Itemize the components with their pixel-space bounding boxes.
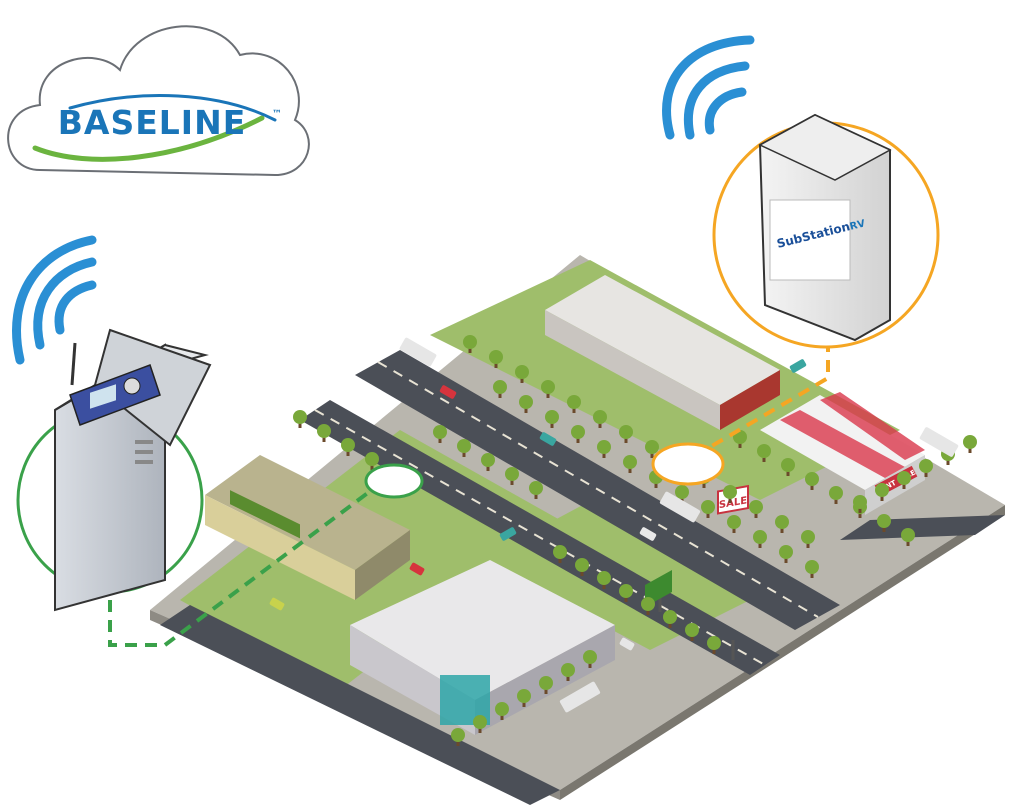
building-warehouse-top (545, 275, 780, 430)
tree-crown (481, 453, 495, 467)
tree-crown (753, 530, 767, 544)
tree-crown (781, 458, 795, 472)
substation-zone-marker (651, 442, 725, 486)
controller-cabinet-icon (16, 328, 212, 612)
building-garden-center (205, 455, 410, 600)
tree-crown (619, 584, 633, 598)
tree-crown (517, 689, 531, 703)
wifi-signal-icon (662, 35, 755, 140)
wifi-signal-icon (12, 235, 97, 365)
tree-crown (701, 500, 715, 514)
tree-crown (463, 335, 477, 349)
substation-label-suffix: RV (849, 218, 867, 232)
tree-crown (663, 610, 677, 624)
tree-crown (571, 425, 585, 439)
tree-crown (457, 439, 471, 453)
tree-crown (853, 495, 867, 509)
tree-crown (553, 545, 567, 559)
cloud-icon (7, 25, 310, 177)
tree-crown (515, 365, 529, 379)
tree-crown (365, 452, 379, 466)
tree-crown (723, 485, 737, 499)
controller-connection-line (108, 478, 387, 647)
tree-crown (805, 472, 819, 486)
tree-crown (489, 350, 503, 364)
tree-crown (545, 410, 559, 424)
tree-crown (451, 728, 465, 742)
sale-billboard: SALE (717, 484, 749, 660)
tree-crown (541, 380, 555, 394)
tree-crown (675, 485, 689, 499)
tree-crown (707, 636, 721, 650)
sale-sign: SALE (719, 495, 747, 511)
tree-crown (829, 486, 843, 500)
tree-crown (779, 545, 793, 559)
tree-crown (567, 395, 581, 409)
tree-crown (473, 715, 487, 729)
tree-crown (963, 435, 977, 449)
tree-crown (749, 500, 763, 514)
tree-crown (561, 663, 575, 677)
controller-zone-marker (364, 463, 424, 499)
tree-group (293, 335, 977, 746)
tree-crown (619, 425, 633, 439)
tree-crown (875, 483, 889, 497)
tree-crown (775, 515, 789, 529)
tree-crown (757, 444, 771, 458)
baseline-logo: BASELINE (58, 103, 246, 142)
tree-crown (685, 623, 699, 637)
tree-crown (727, 515, 741, 529)
tree-crown (493, 380, 507, 394)
tree-crown (583, 650, 597, 664)
tree-crown (539, 676, 553, 690)
tree-crown (805, 560, 819, 574)
tree-crown (901, 528, 915, 542)
tree-crown (641, 597, 655, 611)
tree-crown (495, 702, 509, 716)
tree-crown (919, 459, 933, 473)
tree-crown (801, 530, 815, 544)
tree-crown (575, 558, 589, 572)
tree-crown (593, 410, 607, 424)
building-tent: TENT SALE (760, 392, 925, 515)
tree-crown (519, 395, 533, 409)
substation-box-icon (712, 113, 940, 349)
green-billboard (645, 570, 672, 612)
tree-crown (433, 425, 447, 439)
tree-crown (645, 440, 659, 454)
tree-crown (597, 440, 611, 454)
tree-crown (597, 571, 611, 585)
tree-crown (505, 467, 519, 481)
tree-crown (897, 471, 911, 485)
tree-crown (341, 438, 355, 452)
logo-trademark: ™ (272, 109, 282, 120)
tree-crown (317, 424, 331, 438)
vehicles (269, 337, 959, 713)
tree-crown (877, 514, 891, 528)
tree-crown (529, 481, 543, 495)
tree-crown (293, 410, 307, 424)
tree-crown (623, 455, 637, 469)
